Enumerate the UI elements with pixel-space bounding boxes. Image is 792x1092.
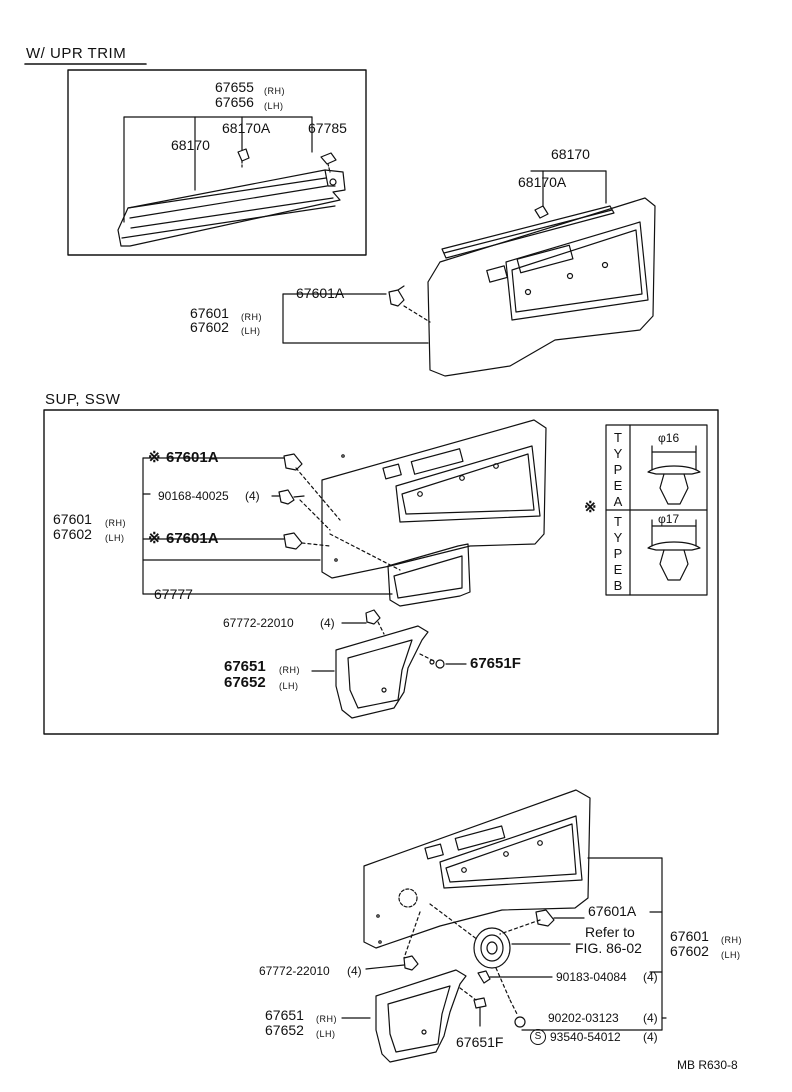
clip-67601A-lower <box>535 909 555 927</box>
ref-mark-type: ※ <box>584 499 597 516</box>
leaders-upr <box>123 116 607 344</box>
label-67651F-lower: 67651F <box>456 1034 504 1050</box>
section-title-sup-ssw: SUP, SSW <box>45 391 121 408</box>
type-a-diameter: φ16 <box>658 431 680 445</box>
door-panel-sup <box>321 419 547 579</box>
label-67656: 67656 <box>215 94 254 110</box>
fastener-type-a <box>647 445 701 505</box>
label-qty: (4) <box>643 970 658 984</box>
label-rh: (RH) <box>279 665 300 675</box>
sup-ssw-box <box>43 409 719 735</box>
label-67601A-upr: 67601A <box>296 285 345 301</box>
refer-fig: FIG. 86-02 <box>575 940 642 956</box>
label-90202: 90202-03123 <box>548 1011 619 1025</box>
label-68170-panel: 68170 <box>551 146 590 162</box>
label-67772-lower: 67772-22010 <box>259 964 330 978</box>
label-67602-lower: 67602 <box>670 943 709 959</box>
label-68170: 68170 <box>171 137 210 153</box>
clip-67785 <box>320 152 337 173</box>
clip-68170A-upr <box>237 148 250 169</box>
label-rh: (RH) <box>241 312 262 322</box>
label-68170A-panel: 68170A <box>518 174 567 190</box>
label-67602-sup: 67602 <box>53 526 92 542</box>
label-rh: (RH) <box>316 1014 337 1024</box>
fastener-type-b <box>647 519 701 581</box>
screw-90168 <box>278 489 305 505</box>
label-67651-lower: 67651 <box>265 1007 304 1023</box>
label-67655: 67655 <box>215 79 254 95</box>
label-67601-lower: 67601 <box>670 928 709 944</box>
clip-67772-lower <box>403 955 419 971</box>
clip-67772-sup <box>365 609 381 625</box>
screw-90183 <box>477 970 491 984</box>
label-rh: (RH) <box>105 518 126 528</box>
screw-67651F-lower <box>473 997 487 1027</box>
label-67601-upr: 67601 <box>190 305 229 321</box>
section-title-upr-trim: W/ UPR TRIM <box>26 45 127 62</box>
clip-67601A-upr <box>388 285 405 307</box>
label-lh: (LH) <box>721 950 741 960</box>
label-rh: (RH) <box>721 935 742 945</box>
label-lh: (LH) <box>241 326 261 336</box>
ref-mark: ※ <box>148 449 161 466</box>
label-qty: (4) <box>245 489 260 503</box>
label-67652-lower: 67652 <box>265 1022 304 1038</box>
clip-67651F-sup <box>429 659 445 669</box>
s-mark-circle: S <box>530 1029 546 1045</box>
leaders-sup <box>142 457 467 672</box>
type-b-diameter: φ17 <box>658 512 680 526</box>
upr-trim-box <box>67 69 367 256</box>
clip-68170A-panel <box>534 205 549 219</box>
label-68170A: 68170A <box>222 120 271 136</box>
figure-code: MB R630-8 <box>677 1058 738 1072</box>
label-qty: (4) <box>320 616 335 630</box>
label-67785: 67785 <box>308 120 347 136</box>
label-67601A-top: 67601A <box>166 449 219 466</box>
label-qty: (4) <box>643 1030 658 1044</box>
armrest-sup <box>335 625 429 719</box>
speaker-grille <box>473 927 511 969</box>
door-panel-upper <box>427 197 656 377</box>
label-90183: 90183-04084 <box>556 970 627 984</box>
label-93540: 93540-54012 <box>550 1030 621 1044</box>
armrest-lower <box>375 969 467 1063</box>
refer-to: Refer to <box>585 924 635 940</box>
label-rh: (RH) <box>264 86 285 96</box>
door-panel-lower <box>363 789 591 949</box>
label-lh: (LH) <box>279 681 299 691</box>
label-qty: (4) <box>347 964 362 978</box>
upper-trim-moulding <box>117 169 346 247</box>
label-67601A-bottom: 67601A <box>166 530 219 547</box>
label-67651F-sup: 67651F <box>470 655 521 672</box>
label-67772-sup: 67772-22010 <box>223 616 294 630</box>
label-67652-sup: 67652 <box>224 674 266 691</box>
label-90168: 90168-40025 <box>158 489 229 503</box>
nut-90202 <box>514 1016 526 1028</box>
label-qty: (4) <box>643 1011 658 1025</box>
label-lh: (LH) <box>105 533 125 543</box>
label-lh: (LH) <box>316 1029 336 1039</box>
label-67777: 67777 <box>154 586 193 602</box>
label-67651-sup: 67651 <box>224 658 266 675</box>
ref-mark: ※ <box>148 530 161 547</box>
label-67602-upr: 67602 <box>190 319 229 335</box>
clip-67601A-top <box>283 453 303 471</box>
clip-67601A-bottom <box>283 532 303 550</box>
label-lh: (LH) <box>264 101 284 111</box>
label-67601-sup: 67601 <box>53 511 92 527</box>
leaders-lower <box>341 857 667 1031</box>
label-67601A-lower: 67601A <box>588 903 637 919</box>
pocket-67777 <box>387 543 471 607</box>
